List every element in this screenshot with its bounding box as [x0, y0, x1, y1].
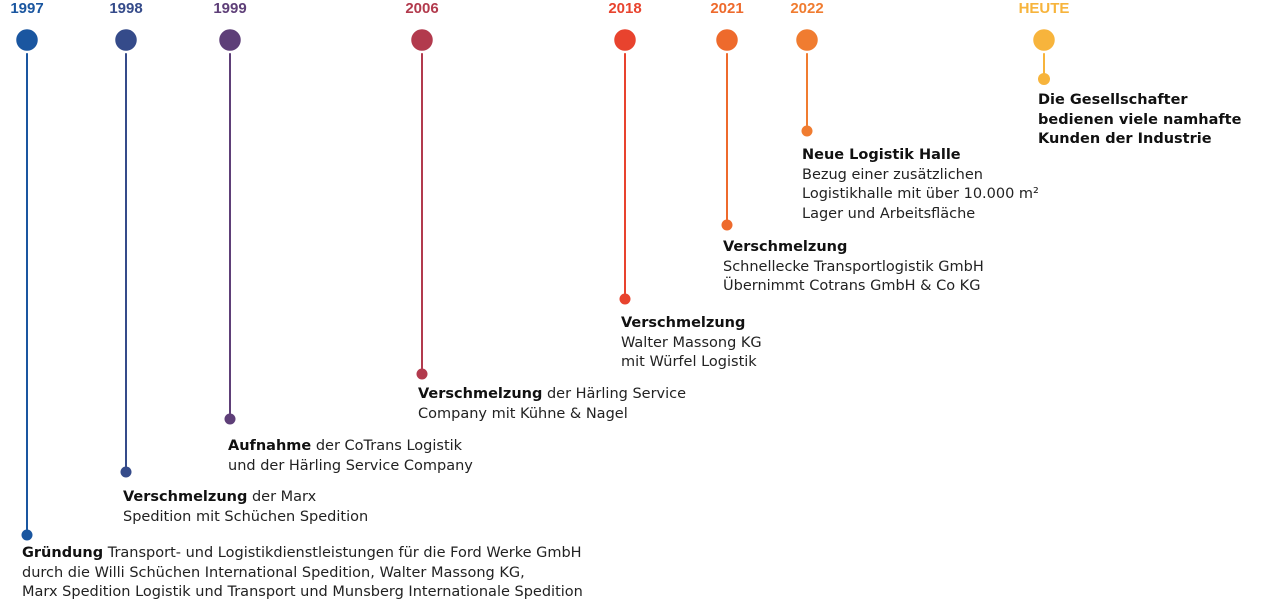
milestone-node	[216, 26, 244, 54]
milestone-description: Aufnahme der CoTrans Logistik und der Här…	[228, 437, 473, 476]
milestone-year: 2018	[608, 0, 642, 17]
milestone-year: 2021	[710, 0, 744, 17]
milestone-text-line: Übernimmt Cotrans GmbH & Co KG	[723, 278, 981, 294]
milestone-title: Gründung	[22, 545, 104, 561]
milestone-text-line: durch die Willi Schüchen International S…	[22, 564, 525, 581]
milestone-text-line: Bezug einer zusätzlichen	[802, 166, 983, 183]
milestone-text-line: und der Härling Service Company	[228, 457, 473, 474]
milestone-end-dot	[120, 466, 132, 478]
milestone-text-line: mit Würfel Logistik	[621, 354, 757, 370]
milestone-node	[611, 26, 639, 54]
milestone-text-line: Lager und Arbeitsfläche	[802, 205, 976, 222]
milestone-title-line: Verschmelzung	[723, 238, 984, 258]
milestone-text-line: Marx Spedition Logistik und Transport un…	[22, 584, 583, 600]
milestone-year: HEUTE	[1018, 0, 1070, 17]
milestone-text-line: Logistikhalle mit über 10.000 m²	[802, 186, 1039, 202]
milestone-title-line: Neue Logistik Halle	[802, 146, 1039, 166]
milestone-description: Die Gesellschafter bedienen viele namhaft…	[1038, 91, 1241, 150]
milestone-title-line: Verschmelzung der Marx	[123, 489, 317, 505]
milestone-title: Aufnahme	[228, 438, 312, 454]
milestone-text-line: Spedition mit Schüchen Spedition	[123, 508, 369, 525]
milestone-node	[1030, 26, 1058, 54]
milestone-title: Neue Logistik Halle	[802, 147, 961, 163]
milestone-year: 2022	[790, 0, 824, 17]
milestone-text-line: Walter Massong KG	[621, 334, 762, 351]
milestone-title: Verschmelzung	[723, 239, 848, 255]
milestone-node	[112, 26, 140, 54]
milestone-title: Verschmelzung	[123, 489, 248, 505]
milestone-text-line: Die Gesellschafter	[1038, 92, 1188, 108]
milestone-year: 1998	[109, 0, 143, 17]
milestone-end-dot	[1038, 73, 1050, 85]
milestone-node	[713, 26, 741, 54]
milestone-year: 1997	[10, 0, 44, 17]
milestone-text-line: Kunden der Industrie	[1038, 131, 1212, 147]
milestone-end-dot	[801, 125, 813, 137]
milestone-end-dot	[721, 219, 733, 231]
milestone-node	[793, 26, 821, 54]
milestone-end-dot	[416, 368, 428, 380]
milestone-year: 1999	[213, 0, 247, 17]
milestone-text-line: Schnellecke Transportlogistik GmbH	[723, 258, 984, 275]
milestone-title-line: Verschmelzung der Härling Service	[418, 386, 687, 402]
milestone-end-dot	[224, 413, 236, 425]
milestone-year: 2006	[405, 0, 439, 17]
milestone-text-line: Company mit Kühne & Nagel	[418, 405, 628, 422]
milestone-end-dot	[21, 529, 33, 541]
milestone-title: Verschmelzung	[418, 386, 543, 402]
milestone-title: Verschmelzung	[621, 315, 746, 331]
milestone-title-line: Aufnahme der CoTrans Logistik	[228, 438, 463, 454]
milestone-title-line: Gründung Transport- und Logistikdienstle…	[22, 545, 582, 561]
milestone-text-line: bedienen viele namhafte	[1038, 111, 1242, 128]
milestone-description: Gründung Transport- und Logistikdienstle…	[22, 544, 583, 603]
milestone-node	[408, 26, 436, 54]
milestone-title-line: Verschmelzung	[621, 314, 762, 334]
milestone-node	[13, 26, 41, 54]
milestone-end-dot	[619, 293, 631, 305]
